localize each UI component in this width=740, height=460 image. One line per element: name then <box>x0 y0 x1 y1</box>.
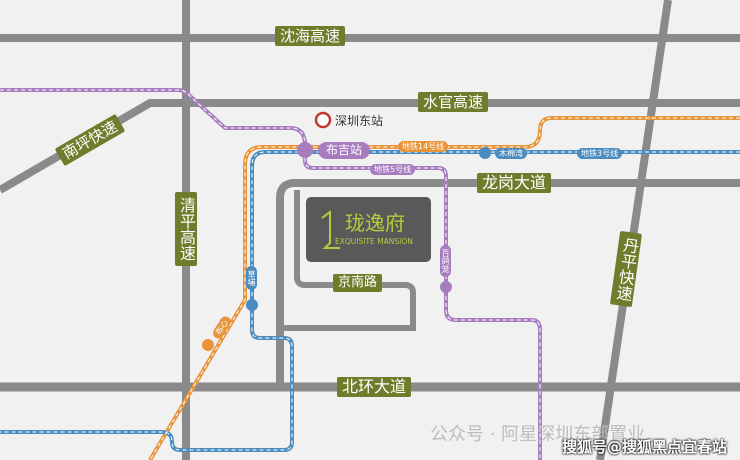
line14-label: 地铁14号线 <box>398 141 449 152</box>
road-longgang <box>276 179 740 385</box>
station-buji: 布吉站 <box>318 142 371 159</box>
road-jingnan <box>280 190 416 331</box>
station-mumianwan: 木棉湾 <box>495 148 527 159</box>
metro-icon <box>297 142 313 158</box>
road-label-shuiguan: 水官高速 <box>418 92 489 112</box>
project-logo-icon <box>321 210 340 249</box>
road-label-shenhai: 沈海高速 <box>275 26 346 46</box>
road-label-jingnan: 京南路 <box>333 274 383 292</box>
metro-icon <box>246 299 258 311</box>
line3-label: 地铁3号线 <box>577 148 623 159</box>
line5-label: 地铁5号线 <box>370 164 416 175</box>
road-label-beihuan: 北环大道 <box>337 377 412 397</box>
metro-icon <box>202 339 214 351</box>
watermark-official: 公众号 · 阿星深圳东部置业 <box>430 424 646 445</box>
station-baigelong: 百鸽笼 <box>440 245 451 277</box>
project-name-en: EXQUISITE MANSION <box>335 237 413 246</box>
road-nanping-shuiguan <box>0 99 740 194</box>
station-caopu: 草埔 <box>246 266 257 290</box>
metro-interchange-icons <box>202 111 491 351</box>
road-label-qingping: 清平高速 <box>175 192 197 266</box>
metro-icon <box>479 147 491 159</box>
railway-station-label: 深圳东站 <box>335 114 384 128</box>
metro-icon <box>440 281 452 293</box>
project-box <box>306 197 431 262</box>
railway-station-icon <box>314 111 332 129</box>
metro-lines <box>0 88 740 460</box>
road-label-longgang: 龙岗大道 <box>477 173 552 193</box>
project-name: 珑逸府 <box>345 211 405 235</box>
watermark-sohu: 搜狐号@搜狐黑点宜春站 <box>562 438 728 456</box>
